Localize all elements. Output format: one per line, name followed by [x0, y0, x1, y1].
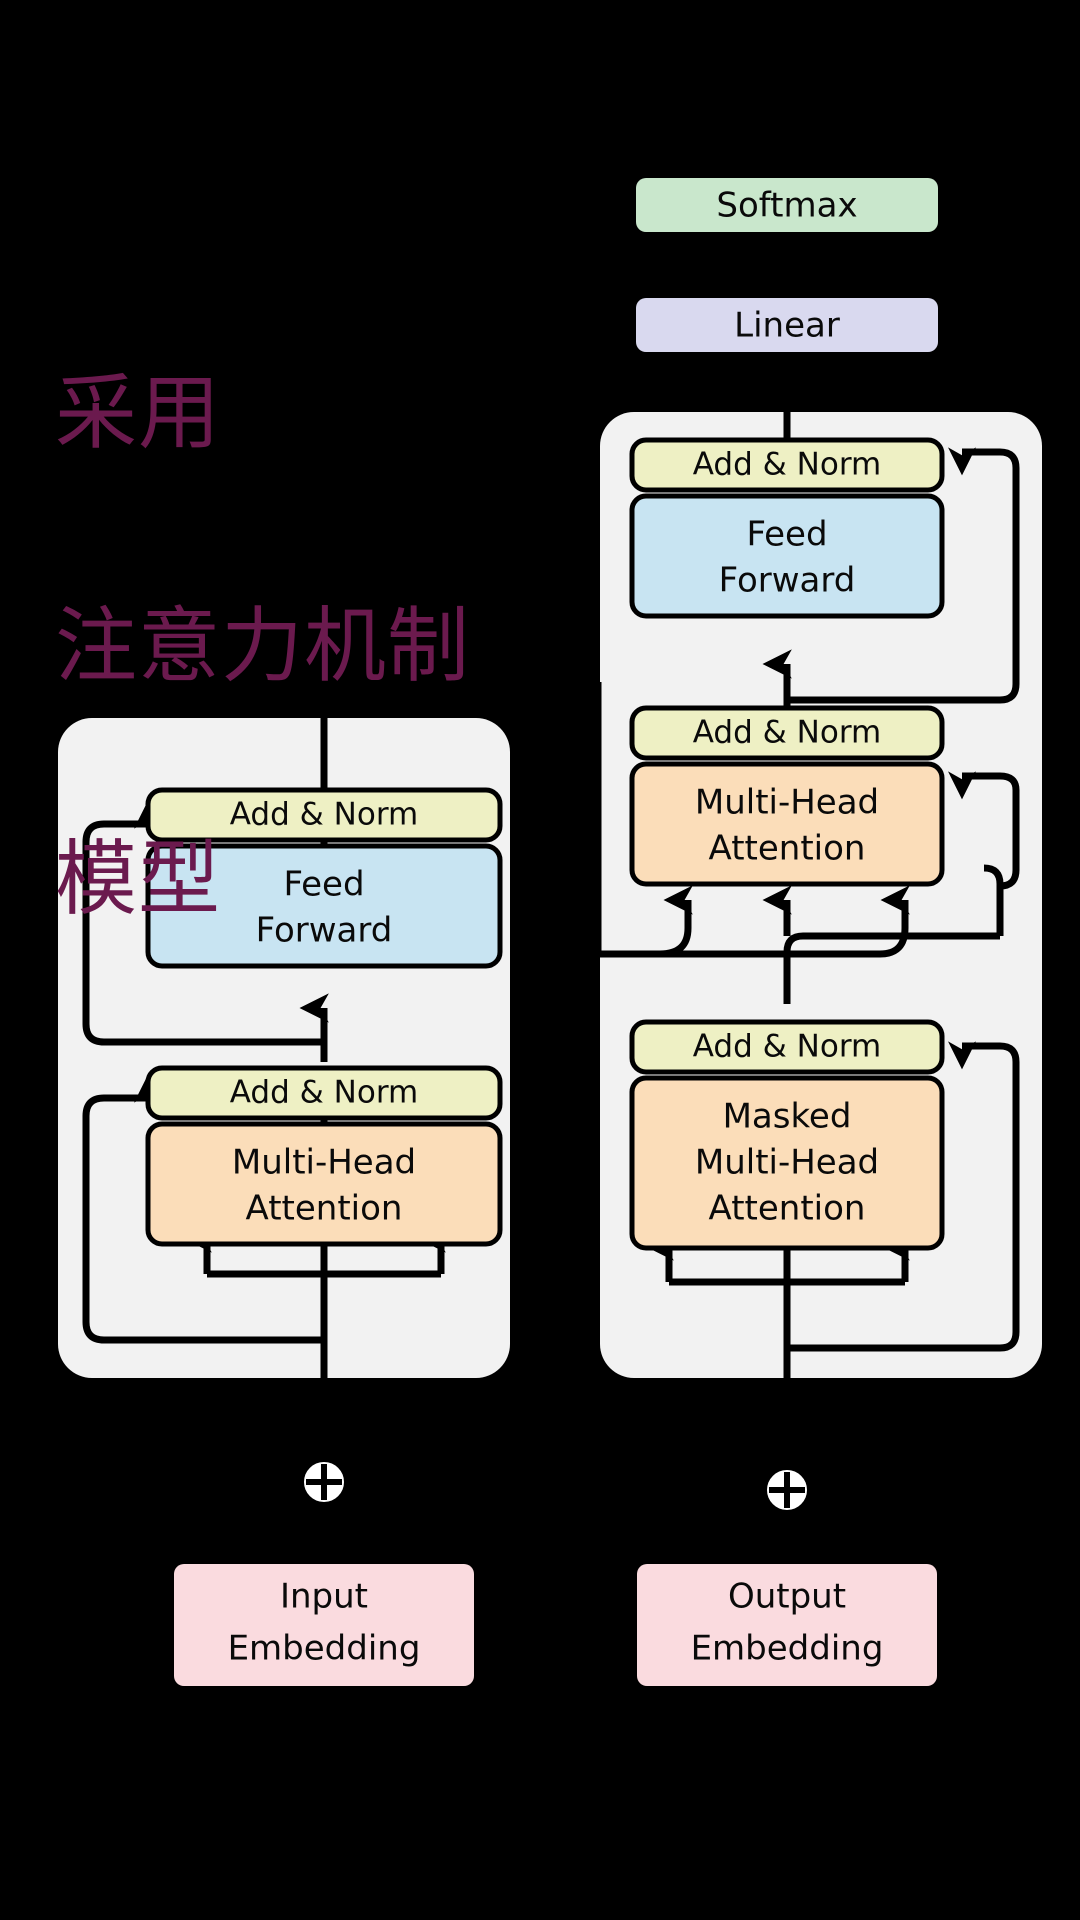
- dec-add-norm-1-box[interactable]: [629, 1019, 945, 1075]
- encoder-qkv-bus: [207, 1270, 441, 1290]
- enc-add-norm-2-label: Add & Norm: [230, 797, 418, 833]
- cross-attn-value-path: [598, 885, 910, 958]
- output-embedding-label-2: Embedding: [691, 1629, 884, 1669]
- softmax-label: Softmax: [716, 186, 857, 226]
- enc-add-norm-1-label: Add & Norm: [230, 1075, 418, 1111]
- enc-add-norm-1-box[interactable]: [145, 1065, 503, 1121]
- dec-add-norm-1-label: Add & Norm: [693, 1029, 881, 1065]
- chinese-caption-line-2: 注意力机制: [55, 599, 471, 695]
- enc-add-norm-2-box[interactable]: [145, 787, 503, 843]
- dec-feed-forward-label-1: Feed: [746, 515, 827, 555]
- input-embedding-label-1: Input: [280, 1577, 368, 1617]
- dec-masked-label-2: Multi-Head: [695, 1143, 879, 1183]
- encoder-residual-2: [82, 800, 324, 1046]
- dec-masked-label-1: Masked: [723, 1097, 852, 1137]
- dec-masked-label-3: Attention: [709, 1189, 866, 1229]
- dec-feed-forward-box[interactable]: [629, 493, 945, 619]
- input-embedding-label-2: Embedding: [228, 1629, 421, 1669]
- dec-multi-head-attention-box[interactable]: [629, 761, 945, 887]
- output-embedding-box[interactable]: [637, 1564, 937, 1686]
- linear-box[interactable]: [636, 298, 938, 352]
- decoder-residual-2: [948, 771, 1020, 800]
- enc-feed-forward-box[interactable]: [145, 843, 503, 969]
- enc-feed-forward-label-1: Feed: [283, 865, 364, 905]
- dec-mha-label-1: Multi-Head: [695, 783, 879, 823]
- decoder-residual-1: [787, 1041, 1020, 1352]
- output-embedding-label-1: Output: [728, 1577, 846, 1617]
- linear-label: Linear: [734, 306, 840, 346]
- enc-mha-label-1: Multi-Head: [232, 1143, 416, 1183]
- dec-masked-multi-head-attention-box[interactable]: [629, 1075, 945, 1251]
- dec-feed-forward-label-2: Forward: [719, 561, 856, 601]
- dec-mha-label-2: Attention: [709, 829, 866, 869]
- encoder-output-to-decoder: [320, 678, 598, 726]
- decoder-plus-icon: [769, 1472, 805, 1508]
- chinese-caption-line-3: 模型: [55, 832, 222, 928]
- enc-multi-head-attention-box[interactable]: [145, 1121, 503, 1247]
- dec-add-norm-3-label: Add & Norm: [693, 447, 881, 483]
- dec-add-norm-3-box[interactable]: [629, 437, 945, 493]
- decoder-residual-2-tail: [999, 790, 1020, 890]
- enc-feed-forward-label-2: Forward: [256, 911, 393, 951]
- softmax-box[interactable]: [636, 178, 938, 232]
- encoder-residual-1: [82, 1074, 324, 1344]
- dec-add-norm-2-label: Add & Norm: [693, 715, 881, 751]
- enc-mha-label-2: Attention: [246, 1189, 403, 1229]
- chinese-caption: 采用 注意力机制 模型: [55, 240, 575, 1055]
- input-embedding-box[interactable]: [174, 1564, 474, 1686]
- dec-add-norm-2-box[interactable]: [629, 705, 945, 761]
- encoder-plus-icon: [306, 1464, 342, 1500]
- decoder-residual-3: [787, 447, 1020, 704]
- chinese-caption-line-1: 采用: [55, 366, 222, 462]
